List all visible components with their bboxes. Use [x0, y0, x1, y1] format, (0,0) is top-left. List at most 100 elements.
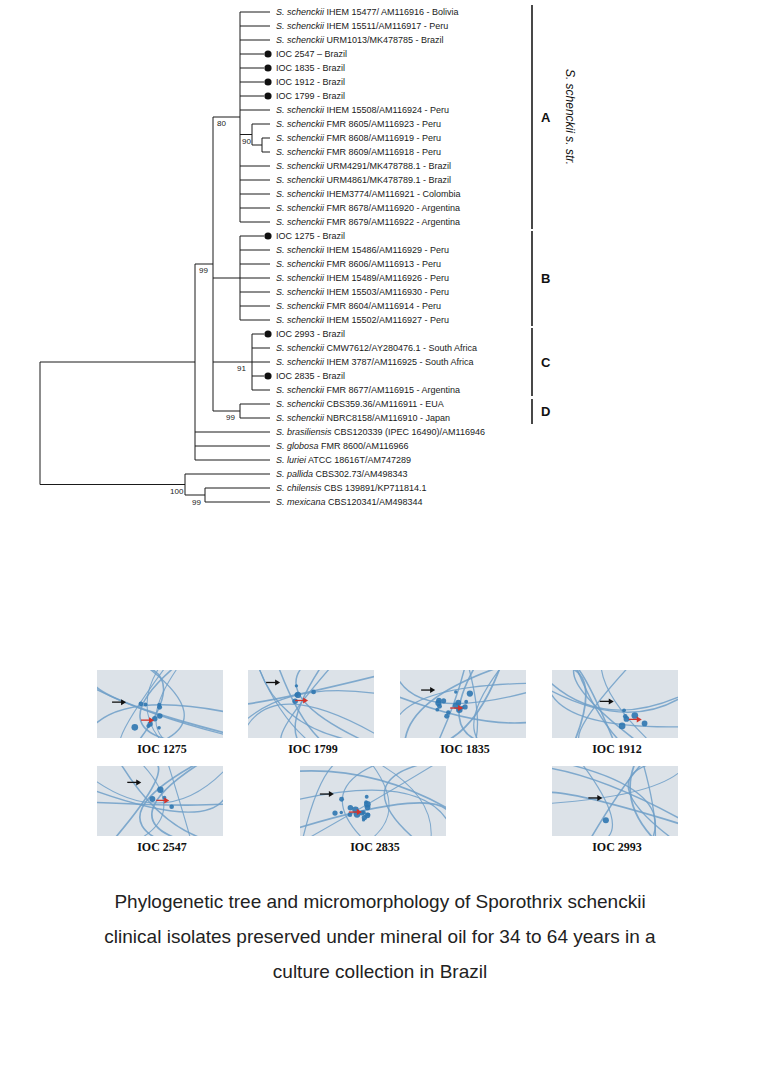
arrow-head	[136, 779, 141, 785]
isolate-dot	[264, 330, 271, 337]
tree-branch	[252, 390, 270, 391]
tree-branch	[240, 96, 264, 97]
bootstrap-value: 80	[217, 119, 226, 128]
tree-branch	[185, 495, 205, 496]
isolate-dot	[264, 78, 271, 85]
figure-caption: Phylogenetic tree and micromorphology of…	[95, 884, 665, 989]
conidium	[642, 721, 648, 727]
hypha	[248, 691, 374, 723]
clade-letter: D	[541, 404, 550, 419]
taxon-label: S. schenckii IHEM 15489/AM116926 - Peru	[276, 272, 449, 284]
micrograph	[300, 766, 446, 836]
hypha	[167, 766, 191, 836]
tree-branch	[240, 404, 270, 405]
taxon-label: IOC 2547 – Brazil	[276, 48, 347, 60]
tree-branch	[252, 376, 264, 377]
tree-branch	[205, 488, 270, 489]
taxon-label: S. luriei ATCC 18616T/AM747289	[276, 454, 411, 466]
tree-branch	[252, 145, 262, 146]
arrow-head	[121, 699, 126, 705]
isolate-dot	[264, 372, 271, 379]
taxon-label: S. schenckii URM1013/MK478785 - Brazil	[276, 34, 444, 46]
tree-branch	[195, 446, 270, 447]
bootstrap-value: 90	[242, 137, 251, 146]
taxon-label: S. schenckii FMR 8678/AM116920 - Argenti…	[276, 202, 460, 214]
pointer-arrow	[629, 719, 638, 720]
taxon-label: S. schenckii IHEM 3787/AM116925 - South …	[276, 356, 473, 368]
panel-label: IOC 2993	[552, 840, 682, 854]
pointer-arrow	[588, 797, 598, 798]
conidium	[157, 713, 163, 719]
hypha	[459, 670, 485, 738]
hypha	[574, 670, 640, 738]
taxon-label: S. schenckii IHEM 15502/AM116927 - Peru	[276, 314, 449, 326]
bootstrap-value: 91	[237, 364, 246, 373]
taxon-label: S. mexicana CBS120341/AM498344	[276, 496, 423, 508]
tree-branch	[262, 138, 270, 139]
arrow-head	[329, 791, 334, 797]
tree-branch	[40, 362, 195, 363]
hypha	[97, 767, 223, 803]
micrograph-panel: IOC 2993	[552, 766, 682, 854]
tree-branch	[195, 432, 270, 433]
tree-branch	[213, 411, 240, 412]
taxon-label: S. schenckii FMR 8677/AM116915 - Argenti…	[276, 384, 460, 396]
tree-branch	[252, 334, 264, 335]
conidium	[169, 804, 174, 809]
hypha	[601, 670, 651, 738]
pointer-arrow	[450, 707, 459, 708]
tree-branch	[240, 222, 270, 223]
hypha	[295, 670, 322, 738]
hypha	[302, 766, 338, 836]
taxon-label: IOC 2835 - Brazil	[276, 370, 345, 382]
conidium	[157, 726, 161, 730]
clade-letter: B	[541, 271, 550, 286]
micrograph-haze	[97, 766, 223, 836]
hypha	[300, 803, 446, 829]
tree-branch	[240, 208, 270, 209]
panel-label: IOC 1912	[552, 742, 682, 756]
tree-branch	[213, 117, 240, 118]
tree-branch	[40, 484, 185, 485]
taxon-label: S. schenckii IHEM3774/AM116921 - Colombi…	[276, 188, 460, 200]
conidium	[295, 692, 301, 698]
conidium	[619, 723, 626, 730]
hypha	[281, 670, 333, 738]
hypha	[97, 705, 223, 727]
bootstrap-value: 99	[199, 266, 208, 275]
taxon-label: S. schenckii FMR 8608/AM116919 - Peru	[276, 132, 441, 144]
tree-branch	[40, 362, 41, 485]
arrow-head	[275, 679, 280, 685]
conidium	[146, 724, 150, 728]
tree-branch	[195, 264, 213, 265]
conidium	[454, 690, 457, 693]
pointer-arrow	[600, 701, 610, 702]
tree-branch	[240, 54, 264, 55]
tree-branch	[240, 26, 270, 27]
micrograph-ground	[97, 766, 223, 836]
arrow-head	[164, 797, 169, 803]
taxon-label: S. brasiliensis CBS120339 (IPEC 16490)/A…	[276, 426, 485, 438]
conidium	[603, 817, 609, 823]
conidium	[339, 797, 344, 802]
clade-bracket	[531, 231, 533, 326]
taxon-label: IOC 1275 - Brazil	[276, 230, 345, 242]
hypha	[300, 771, 446, 810]
tree-branch	[240, 264, 270, 265]
conidium	[622, 708, 626, 712]
conidium	[139, 701, 144, 706]
hypha	[278, 670, 324, 738]
tree-branch	[252, 124, 270, 125]
tree-branch	[240, 194, 270, 195]
tree-branch	[240, 306, 270, 307]
conidium	[623, 714, 628, 719]
taxon-label: S. schenckii FMR 8606/AM116913 - Peru	[276, 258, 441, 270]
hypha	[474, 670, 503, 738]
tree-branch	[240, 166, 270, 167]
isolate-dot	[264, 50, 271, 57]
tree-branch	[240, 320, 270, 321]
hypha	[468, 670, 477, 738]
hypha	[552, 683, 678, 727]
taxon-label: S. schenckii URM4291/MK478788.1 - Brazil	[276, 160, 451, 172]
